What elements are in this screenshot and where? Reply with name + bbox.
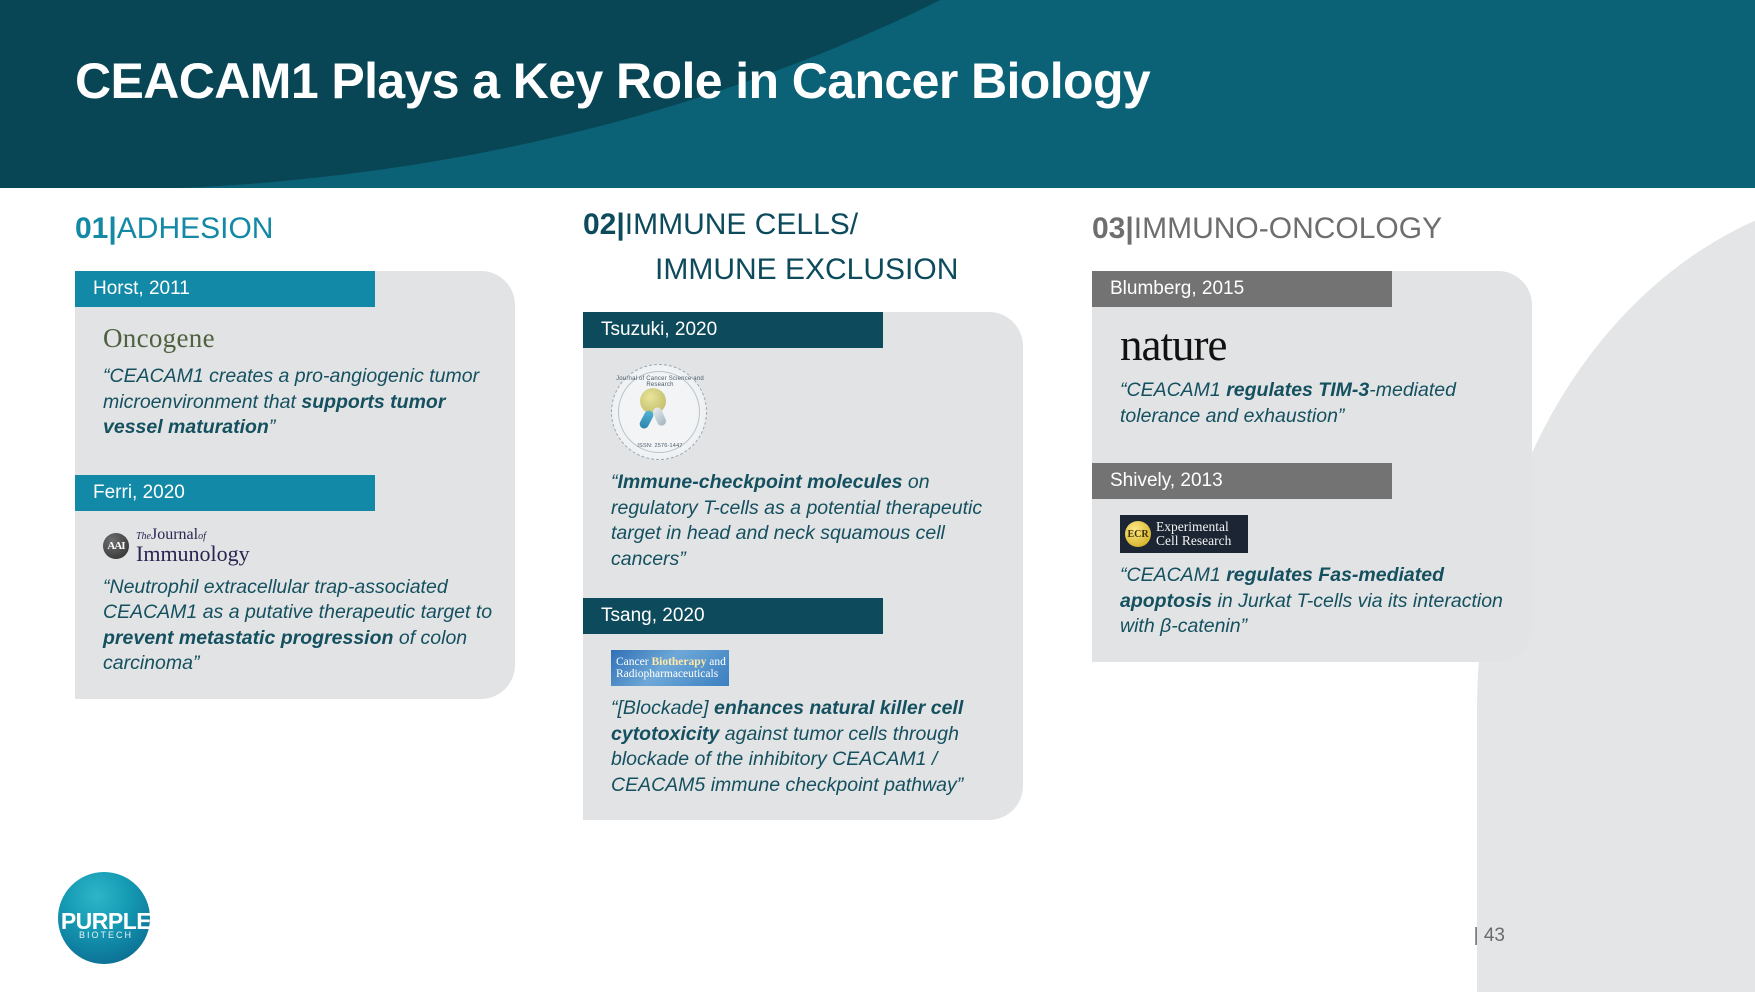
- reference-bar-blumberg: Blumberg, 2015: [1092, 271, 1392, 307]
- card-stack: Blumberg, 2015 nature “CEACAM1 regulates…: [1092, 271, 1532, 662]
- column-2-label-line1: IMMUNE CELLS/: [624, 208, 859, 241]
- quote-tsang: “[Blockade] enhances natural killer cell…: [583, 696, 1023, 798]
- quote-text-end: of colon carcinoma”: [103, 626, 468, 675]
- card-stack: Horst, 2011 Oncogene “CEACAM1 creates a …: [75, 271, 515, 699]
- purple-biotech-logo: PURPLE BIOTECH: [58, 872, 152, 964]
- logo-biotherapy: Biotherapy: [651, 655, 707, 668]
- column-2-cards: Tsuzuki, 2020 Journal of Cancer Science …: [583, 312, 1023, 820]
- syringe-icon: [651, 406, 668, 428]
- quote-shively: “CEACAM1 regulates Fas-mediated apoptosi…: [1092, 563, 1532, 640]
- ecr-badge-icon: ECR: [1125, 521, 1151, 547]
- journal-of-immunology-logo: AAI TheJournalof Immunology: [103, 525, 515, 566]
- reference-bar-shively: Shively, 2013: [1092, 463, 1392, 499]
- header-divider: [0, 188, 1755, 191]
- quote-horst: “CEACAM1 creates a pro-angiogenic tumor …: [75, 364, 515, 441]
- journal-cancer-science-research-seal: Journal of Cancer Science and Research I…: [611, 364, 707, 460]
- journal-wordmark: TheJournalof Immunology: [136, 525, 250, 566]
- column-1-label: ADHESION: [116, 212, 274, 245]
- reference-bar-tsang: Tsang, 2020: [583, 598, 883, 634]
- page-title: CEACAM1 Plays a Key Role in Cancer Biolo…: [75, 53, 1151, 109]
- journal-the: The: [136, 530, 151, 542]
- journal-logo-nature: nature: [1092, 307, 1532, 378]
- logo-subtitle: BIOTECH: [78, 930, 133, 940]
- seal-ring: [618, 371, 700, 453]
- ecr-line-2: Cell Research: [1156, 533, 1232, 548]
- quote-text: “CEACAM1: [1120, 379, 1227, 401]
- quote-text: “Neutrophil extracellular trap-associate…: [103, 575, 493, 624]
- seal-arc-top: Journal of Cancer Science and Research: [616, 376, 704, 388]
- aai-seal-icon: AAI: [103, 532, 129, 559]
- journal-logo-immunology: AAI TheJournalof Immunology: [75, 511, 515, 575]
- journal-logo-jcsr: Journal of Cancer Science and Research I…: [583, 348, 1023, 470]
- quote-emphasis: enhances natural killer cell cytotoxicit…: [611, 697, 964, 745]
- columns-container: 01|ADHESION Horst, 2011 Oncogene “CEACAM…: [0, 190, 1755, 890]
- journal-logo-ecr: ECR Experimental Cell Research: [1092, 499, 1532, 563]
- slide-header: CEACAM1 Plays a Key Role in Cancer Biolo…: [0, 0, 1755, 190]
- journal-logo-cbr: Cancer Biotherapy and Radiopharmaceutica…: [583, 634, 1023, 696]
- card-gap: [583, 572, 1023, 598]
- column-3-cards: Blumberg, 2015 nature “CEACAM1 regulates…: [1092, 271, 1532, 662]
- quote-text: against tumor cells through blockade of …: [611, 722, 964, 796]
- quote-text: “CEACAM1 creates a pro-angiogenic tumor …: [103, 365, 480, 413]
- column-1-cards: Horst, 2011 Oncogene “CEACAM1 creates a …: [75, 271, 515, 699]
- reference-bar-tsuzuki: Tsuzuki, 2020: [583, 312, 883, 348]
- quote-emphasis: supports tumor vessel maturation: [103, 390, 446, 439]
- quote-emphasis: prevent metastatic progression: [103, 626, 394, 649]
- logo-circle-icon: [58, 872, 150, 964]
- seal-core-icon: [636, 388, 682, 434]
- cancer-biotherapy-radiopharmaceuticals-logo: Cancer Biotherapy and Radiopharmaceutica…: [611, 650, 729, 686]
- nature-logo: nature: [1120, 320, 1227, 370]
- page-number: | 43: [1473, 925, 1505, 946]
- column-immuno-oncology: 03|IMMUNO-ONCOLOGY Blumberg, 2015 nature…: [1092, 190, 1532, 662]
- logo-and: and: [706, 655, 726, 668]
- journal-journal: Journal: [151, 525, 199, 543]
- logo-line-2: Radiopharmaceuticals: [616, 668, 719, 680]
- column-2-label-line2: IMMUNE EXCLUSION: [655, 253, 959, 286]
- column-1-heading: 01|ADHESION: [75, 190, 515, 251]
- quote-text: “CEACAM1: [1120, 564, 1227, 586]
- quote-text-end: -mediated tolerance and exhaustion”: [1120, 379, 1456, 427]
- experimental-cell-research-logo: ECR Experimental Cell Research: [1120, 515, 1248, 553]
- quote-tsuzuki: “Immune-checkpoint molecules on regulato…: [583, 470, 1023, 572]
- quote-open: “[Blockade]: [611, 697, 714, 719]
- card-gap: [75, 441, 515, 475]
- column-1-number: 01|: [75, 212, 117, 245]
- quote-text-end: in Jurkat T-cells via its interaction wi…: [1120, 589, 1503, 638]
- journal-logo-oncogene: Oncogene: [75, 307, 515, 364]
- journal-line-1: TheJournalof: [136, 525, 250, 543]
- journal-of: of: [198, 530, 206, 542]
- column-3-number: 03|: [1092, 212, 1134, 245]
- quote-text-end: ”: [268, 416, 276, 438]
- quote-blumberg: “CEACAM1 regulates TIM-3-mediated tolera…: [1092, 378, 1532, 429]
- column-3-heading: 03|IMMUNO-ONCOLOGY: [1092, 190, 1532, 251]
- logo-wordmark: PURPLE: [60, 908, 152, 934]
- column-2-heading: 02|IMMUNE CELLS/ IMMUNE EXCLUSION: [583, 190, 1023, 292]
- quote-open: “: [611, 471, 618, 493]
- logo-line-1: Cancer Biotherapy and: [616, 656, 729, 668]
- column-adhesion: 01|ADHESION Horst, 2011 Oncogene “CEACAM…: [75, 190, 515, 699]
- card-gap: [1092, 429, 1532, 463]
- card-stack: Tsuzuki, 2020 Journal of Cancer Science …: [583, 312, 1023, 820]
- ecr-line-1: Experimental: [1156, 519, 1229, 534]
- quote-emphasis: regulates TIM-3: [1226, 379, 1370, 401]
- quote-text: on regulatory T-cells as a potential the…: [611, 471, 983, 570]
- journal-line-2: Immunology: [136, 540, 250, 566]
- oncogene-logo: Oncogene: [103, 323, 215, 353]
- ecr-wordmark: Experimental Cell Research: [1156, 520, 1231, 548]
- reference-bar-ferri: Ferri, 2020: [75, 474, 375, 511]
- column-3-label: IMMUNO-ONCOLOGY: [1133, 212, 1443, 245]
- quote-ferri: “Neutrophil extracellular trap-associate…: [75, 575, 515, 677]
- reference-bar-horst: Horst, 2011: [75, 271, 375, 307]
- column-2-number: 02|: [583, 208, 625, 241]
- quote-emphasis: regulates Fas-mediated apoptosis: [1120, 564, 1445, 612]
- seal-arc-bottom: ISSN: 2576-1447: [637, 443, 683, 449]
- logo-cancer: Cancer: [616, 655, 652, 668]
- column-immune-cells: 02|IMMUNE CELLS/ IMMUNE EXCLUSION Tsuzuk…: [583, 190, 1023, 820]
- quote-emphasis: Immune-checkpoint molecules: [617, 471, 903, 493]
